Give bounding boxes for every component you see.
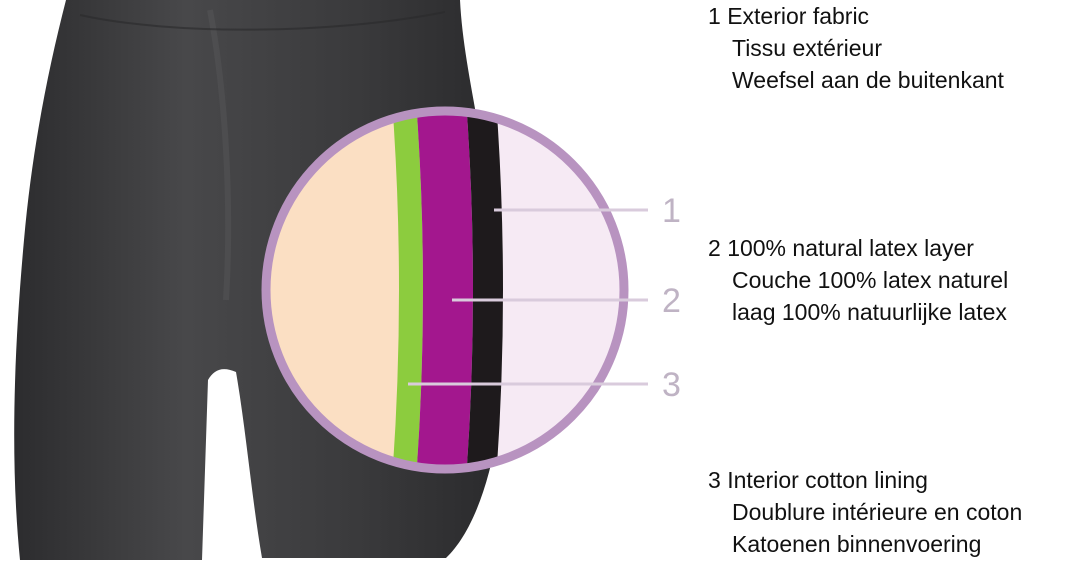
callout-number-2: 2 bbox=[662, 282, 681, 320]
callout-number-1: 1 bbox=[662, 192, 681, 230]
legend-dutch: laag 100% natuurlijke latex bbox=[732, 299, 1007, 325]
legend-english: Interior cotton lining bbox=[727, 467, 928, 493]
legend-heading-2: 2 100% natural latex layer bbox=[708, 232, 1008, 264]
legend-dutch: Katoenen binnenvoering bbox=[732, 531, 982, 557]
callout-number-3: 3 bbox=[662, 366, 681, 404]
legend-english: 100% natural latex layer bbox=[727, 235, 974, 261]
latex-layer bbox=[416, 111, 473, 469]
legend-heading-3: 3 Interior cotton lining bbox=[708, 464, 1022, 496]
legend-number: 3 bbox=[708, 467, 721, 493]
legend-french: Doublure intérieure en coton bbox=[732, 499, 1023, 525]
legend-french: Tissu extérieur bbox=[732, 35, 882, 61]
legend-item-1: 1 Exterior fabric Tissu extérieur Weefse… bbox=[708, 0, 1004, 96]
legend-dutch: Weefsel aan de buitenkant bbox=[732, 67, 1004, 93]
legend-number: 2 bbox=[708, 235, 721, 261]
legend-number: 1 bbox=[708, 3, 721, 29]
legend-english: Exterior fabric bbox=[727, 3, 870, 29]
legend-item-2: 2 100% natural latex layer Couche 100% l… bbox=[708, 232, 1008, 328]
legend-heading-1: 1 Exterior fabric bbox=[708, 0, 1004, 32]
shorts-seam bbox=[79, 11, 446, 31]
legend-french: Couche 100% latex naturel bbox=[732, 267, 1009, 293]
legend-item-3: 3 Interior cotton lining Doublure intéri… bbox=[708, 464, 1022, 560]
lens-ring bbox=[261, 106, 629, 474]
shorts-highlight bbox=[207, 9, 232, 301]
